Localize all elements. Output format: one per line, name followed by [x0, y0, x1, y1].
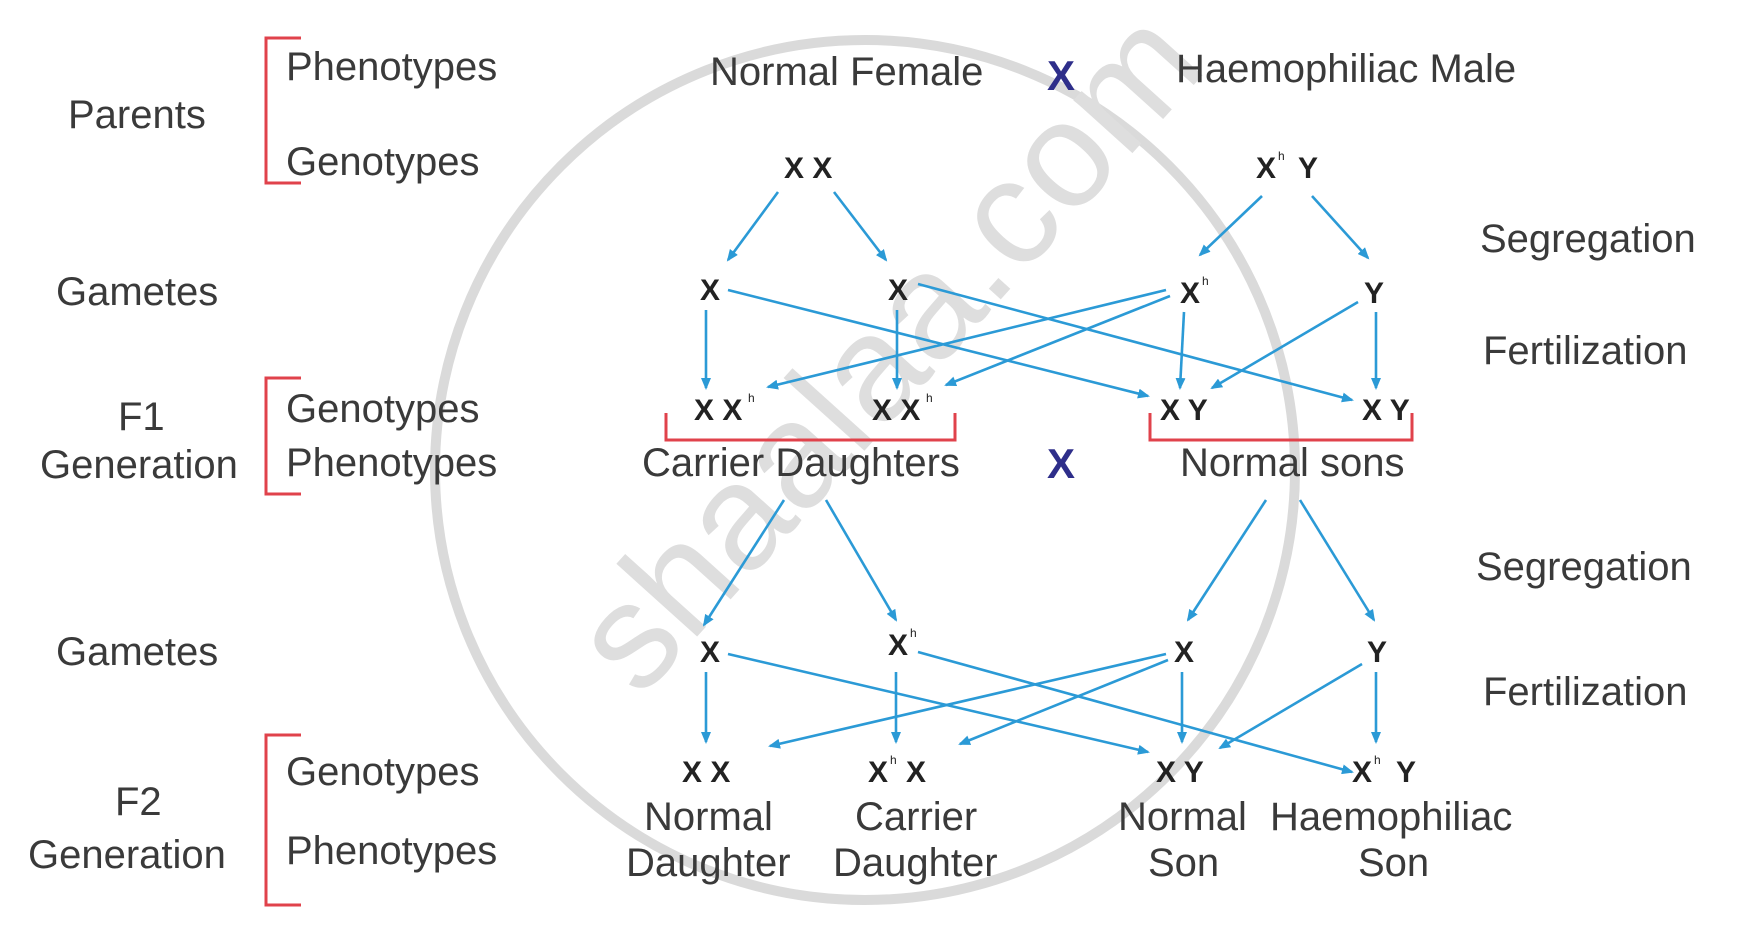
arrow-sons-to-y — [1298, 499, 1376, 622]
f1-genotype-2: X X — [872, 394, 920, 427]
arrows-fertilization-1 — [701, 282, 1381, 403]
arrow-female-to-gamete-b — [832, 191, 888, 262]
f2-phenotype-4-line2: Son — [1358, 841, 1429, 885]
arrow-fert2-x-cross — [727, 652, 1150, 755]
f2-genotype-2-rest: X — [906, 756, 926, 789]
f2-bracket — [264, 733, 301, 907]
arrow-fert2-xh-cross — [917, 650, 1354, 775]
f2-phenotype-4-line1: Haemophiliac — [1270, 795, 1512, 839]
gamete1-male-a-sup: h — [1202, 274, 1209, 288]
parent-male-genotype-sup: h — [1278, 149, 1285, 163]
arrow-daughters-to-x — [702, 499, 786, 627]
arrow-male-to-gamete-xh — [1198, 195, 1263, 257]
gamete2-b: X — [888, 629, 908, 662]
f1-sons-phenotype: Normal sons — [1180, 441, 1405, 485]
f2-genotype-2-sup: h — [890, 753, 897, 767]
parents-phenotypes-label: Phenotypes — [286, 45, 497, 89]
arrows-segregation-1 — [726, 191, 1370, 262]
f1-sons-bracket — [1148, 413, 1414, 442]
arrow-fert2-c-left — [768, 652, 1167, 749]
gametes-label-1: Gametes — [56, 270, 218, 314]
gamete1-female-a: X — [700, 274, 720, 307]
gamete2-d: Y — [1367, 636, 1387, 669]
f2-genotype-4-rest: Y — [1396, 756, 1416, 789]
f1-daughters-phenotype: Carrier Daughters — [642, 441, 960, 485]
arrow-fert2-y-left — [1218, 662, 1363, 750]
f1-label-line1: F1 — [118, 395, 165, 439]
arrow-sons-to-x — [1186, 499, 1268, 622]
cross-symbol-1: X — [1047, 52, 1075, 99]
gamete1-male-b: Y — [1364, 277, 1384, 310]
arrow-male-to-gamete-y — [1311, 195, 1370, 260]
parents-genotypes-label: Genotypes — [286, 140, 479, 184]
segregation-label-1: Segregation — [1480, 217, 1696, 261]
gamete1-male-a: X — [1180, 277, 1200, 310]
gamete2-c: X — [1174, 636, 1194, 669]
f2-label-line2: Generation — [28, 833, 226, 877]
f1-genotype-4: X Y — [1362, 394, 1410, 427]
f2-phenotype-2-line2: Daughter — [833, 841, 998, 885]
f2-phenotype-1-line2: Daughter — [626, 841, 791, 885]
f1-daughters-bracket — [664, 413, 957, 442]
f1-genotypes-label: Genotypes — [286, 387, 479, 431]
arrow-fert2-c-mid — [958, 658, 1169, 746]
f2-phenotype-3-line2: Son — [1148, 841, 1219, 885]
f2-phenotypes-label: Phenotypes — [286, 829, 497, 873]
gamete2-b-sup: h — [910, 626, 917, 640]
f2-label-line1: F2 — [115, 780, 162, 824]
parent-male-genotype-x: X — [1256, 152, 1276, 185]
parents-label: Parents — [68, 93, 206, 137]
f2-genotype-2-x: X — [868, 756, 888, 789]
f1-bracket — [264, 376, 301, 496]
f2-genotype-1: X X — [682, 756, 730, 789]
fertilization-label-1: Fertilization — [1483, 329, 1688, 373]
parent-male-phenotype: Haemophiliac Male — [1176, 47, 1516, 91]
f1-genotype-1-sup: h — [748, 391, 755, 405]
gametes-label-2: Gametes — [56, 630, 218, 674]
f2-phenotype-1-line1: Normal — [644, 795, 773, 839]
f2-genotypes-label: Genotypes — [286, 750, 479, 794]
parents-bracket — [264, 36, 301, 185]
arrow-fert1-xh-mid — [944, 294, 1171, 387]
fertilization-label-2: Fertilization — [1483, 670, 1688, 714]
f1-genotype-2-sup: h — [926, 391, 933, 405]
arrow-daughters-to-xh — [824, 499, 898, 622]
f2-phenotype-3-line1: Normal — [1118, 795, 1247, 839]
f1-phenotypes-label: Phenotypes — [286, 441, 497, 485]
f2-genotype-4-sup: h — [1374, 753, 1381, 767]
f1-genotype-3: X Y — [1160, 394, 1208, 427]
f2-phenotype-2-line1: Carrier — [855, 795, 977, 839]
segregation-label-2: Segregation — [1476, 545, 1692, 589]
arrows-segregation-2 — [702, 499, 1376, 627]
parent-male-genotype-y: Y — [1298, 152, 1318, 185]
arrow-female-to-gamete-a — [726, 191, 780, 262]
f1-genotype-1: X X — [694, 394, 742, 427]
arrow-fert1-b-cross — [917, 282, 1354, 403]
gamete1-female-b: X — [888, 274, 908, 307]
gamete2-a: X — [700, 636, 720, 669]
cross-symbol-2: X — [1047, 440, 1075, 487]
watermark-text: shaalaa.com — [539, 0, 1233, 721]
f2-genotype-3: X Y — [1156, 756, 1204, 789]
arrow-fert1-xh-left — [766, 288, 1167, 390]
arrow-fert1-xh-down — [1175, 311, 1186, 390]
f1-label-line2: Generation — [40, 443, 238, 487]
f2-genotype-4-x: X — [1352, 756, 1372, 789]
arrow-fert1-y-left — [1210, 300, 1359, 390]
parent-female-genotype: X X — [784, 152, 832, 185]
arrows-fertilization-2 — [701, 650, 1381, 775]
parent-female-phenotype: Normal Female — [710, 50, 983, 94]
arrow-fert1-a-cross — [727, 288, 1150, 399]
